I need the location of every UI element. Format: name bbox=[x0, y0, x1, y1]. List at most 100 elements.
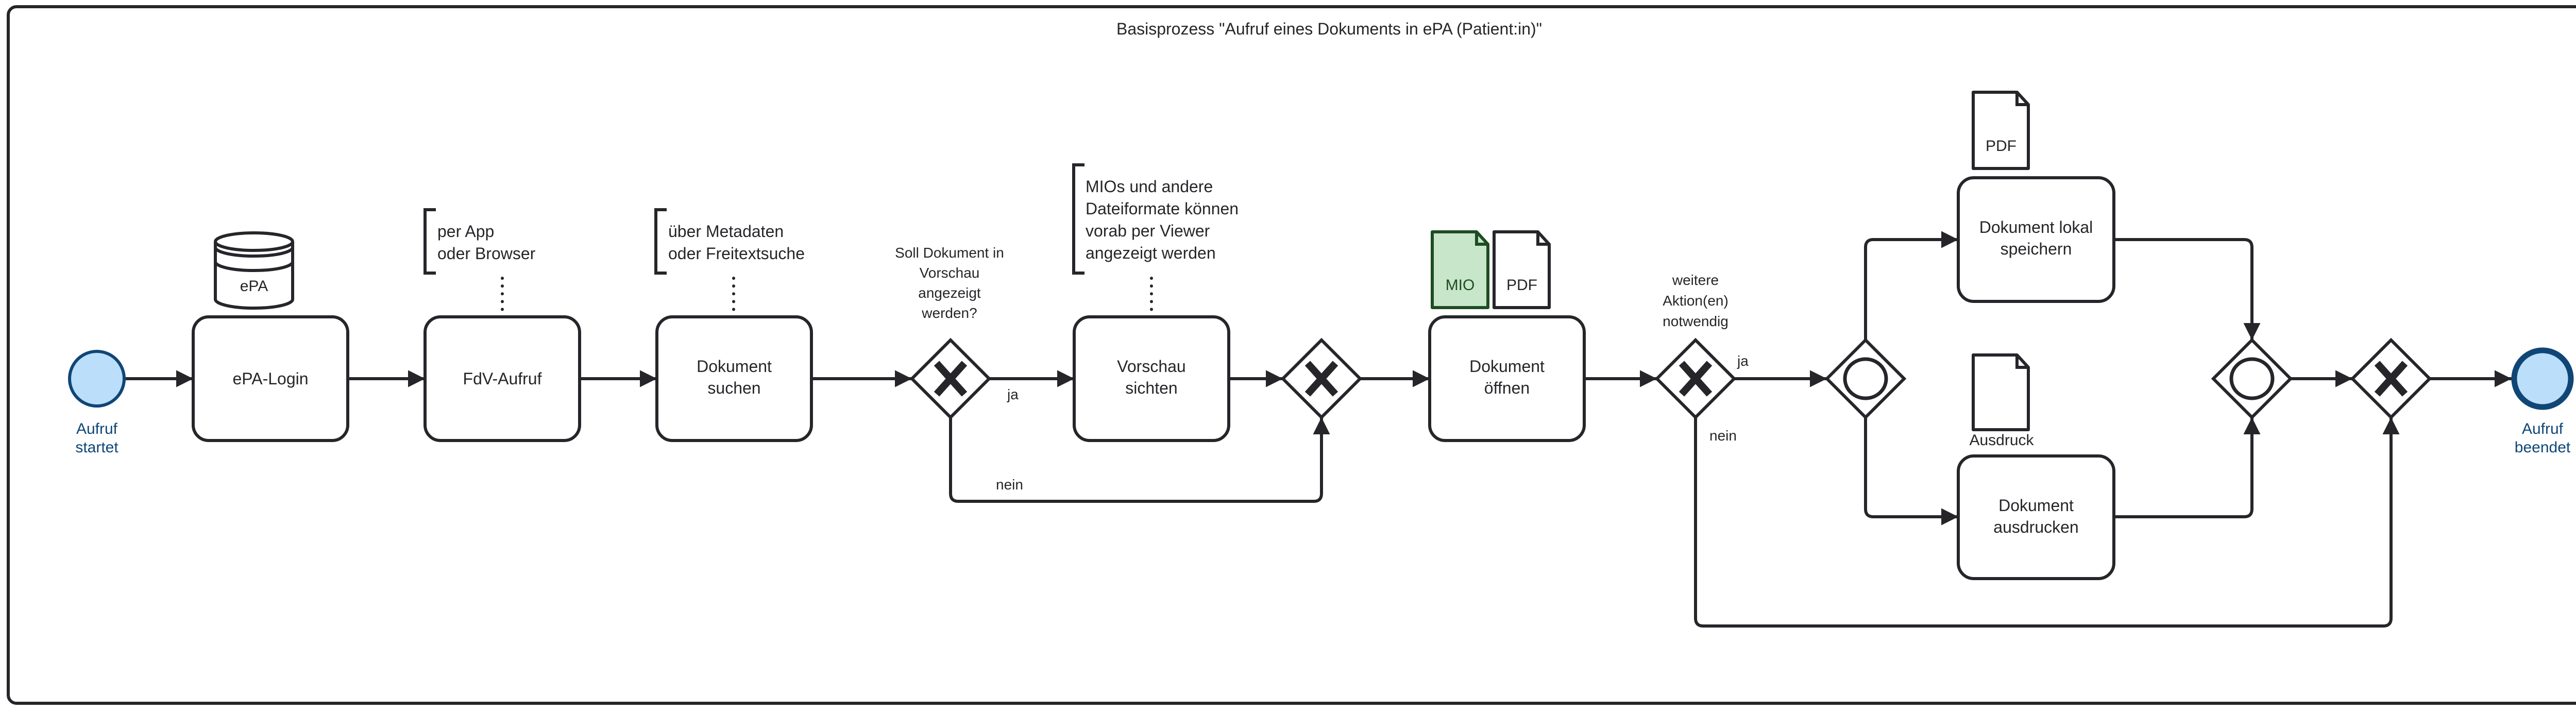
document-icon bbox=[1972, 353, 2030, 431]
exclusive-x-icon bbox=[1679, 361, 1713, 397]
flow-print-to-join[interactable] bbox=[2114, 417, 2261, 518]
task-label-line2: suchen bbox=[707, 379, 760, 397]
document-fold bbox=[1475, 232, 1488, 246]
task-box[interactable] bbox=[655, 315, 813, 442]
annotation-line2: Dateiformate können bbox=[1086, 199, 1239, 218]
annotation-line2: oder Freitextsuche bbox=[668, 244, 805, 263]
annotation-line2: oder Browser bbox=[437, 244, 536, 263]
task-label-line1: Dokument bbox=[1998, 496, 2074, 515]
annotation-bracket bbox=[654, 208, 667, 275]
gateway-action-join[interactable] bbox=[2211, 337, 2293, 420]
gateway-question-line2: Vorschau bbox=[920, 265, 980, 281]
flow-label-action-yes: ja bbox=[1737, 353, 1749, 369]
task-dokument-suchen[interactable]: Dokument suchen bbox=[655, 315, 813, 442]
document-icon bbox=[1431, 230, 1489, 309]
annotation-preview: MIOs und andere Dateiformate können vora… bbox=[1072, 163, 1239, 313]
exclusive-x-icon bbox=[1304, 361, 1338, 397]
annotation-search: über Metadaten oder Freitextsuche bbox=[654, 208, 805, 313]
gateway-diamond[interactable] bbox=[1824, 337, 1907, 420]
flow-split-to-print[interactable] bbox=[1864, 417, 1958, 526]
document-fold bbox=[1536, 232, 1549, 246]
end-event-label-line2: beendet bbox=[2515, 439, 2571, 456]
task-label-line2: öffnen bbox=[1484, 379, 1530, 397]
database-band-2 bbox=[214, 261, 294, 272]
data-object-pdf-save: PDF bbox=[1972, 91, 2030, 170]
annotation-bracket bbox=[423, 208, 436, 275]
annotation-bracket bbox=[1072, 163, 1084, 275]
document-icon bbox=[1493, 230, 1551, 309]
document-fold bbox=[2015, 92, 2028, 106]
task-vorschau-sichten[interactable]: Vorschau sichten bbox=[1073, 315, 1230, 442]
data-object-mio: MIO bbox=[1431, 230, 1489, 309]
task-label-line1: Dokument bbox=[1469, 357, 1545, 376]
inclusive-circle-icon bbox=[2229, 357, 2275, 400]
data-object-label: PDF bbox=[1986, 138, 2016, 155]
task-label-line1: Vorschau bbox=[1117, 357, 1185, 376]
data-object-pdf-open: PDF bbox=[1493, 230, 1551, 309]
task-epa-login[interactable]: ePA-Login bbox=[192, 315, 349, 442]
task-label: ePA-Login bbox=[232, 369, 308, 388]
gateway-question-line3: angezeigt bbox=[918, 285, 981, 301]
gateway-action-split[interactable] bbox=[1824, 337, 1907, 420]
task-box[interactable] bbox=[1428, 315, 1586, 442]
flow-label-preview-no: nein bbox=[996, 477, 1023, 493]
start-event[interactable]: Aufruf startet bbox=[68, 350, 126, 456]
task-dokument-oeffnen[interactable]: Dokument öffnen bbox=[1428, 315, 1586, 442]
gateway-preview-decision[interactable]: Soll Dokument in Vorschau angezeigt werd… bbox=[895, 245, 1004, 420]
annotation-line1: MIOs und andere bbox=[1086, 177, 1213, 196]
flow-label-action-no: nein bbox=[1709, 428, 1737, 444]
document-icon bbox=[1972, 91, 2030, 170]
start-event-circle[interactable] bbox=[68, 350, 126, 408]
data-store-epa: ePA bbox=[214, 231, 294, 310]
task-fdv-aufruf[interactable]: FdV-Aufruf bbox=[423, 315, 581, 442]
task-box[interactable] bbox=[1073, 315, 1230, 442]
annotation-fdv: per App oder Browser bbox=[423, 208, 536, 313]
task-box[interactable] bbox=[192, 315, 349, 442]
database-band-1 bbox=[214, 247, 294, 258]
gateway-diamond[interactable] bbox=[2211, 337, 2293, 420]
data-store-label: ePA bbox=[240, 278, 268, 295]
data-object-label: MIO bbox=[1446, 277, 1475, 294]
exclusive-x-icon bbox=[934, 361, 968, 397]
gateway-action-decision[interactable]: weitere Aktion(en) notwendig bbox=[1654, 272, 1737, 420]
data-object-ausdruck: Ausdruck bbox=[1969, 353, 2035, 449]
gateway-final-join[interactable] bbox=[2350, 337, 2432, 420]
data-object-label: Ausdruck bbox=[1969, 432, 2034, 449]
data-object-label: PDF bbox=[1506, 277, 1537, 294]
task-box[interactable] bbox=[423, 315, 581, 442]
flow-save-to-join[interactable] bbox=[2114, 238, 2261, 340]
flow-label-preview-yes: ja bbox=[1007, 386, 1019, 402]
task-label-line2: speichern bbox=[2001, 240, 2072, 258]
gateway-question-line1: weitere bbox=[1672, 272, 1719, 288]
annotation-line3: vorab per Viewer bbox=[1086, 222, 1210, 240]
flow-split-to-save[interactable] bbox=[1864, 231, 1958, 340]
sequence-flows bbox=[125, 231, 2512, 628]
gateway-preview-join[interactable] bbox=[1280, 337, 1363, 420]
task-label-line1: Dokument bbox=[697, 357, 772, 376]
annotation-line1: per App bbox=[437, 222, 494, 241]
task-box[interactable] bbox=[1957, 454, 2115, 580]
exclusive-x-icon bbox=[2374, 361, 2408, 397]
gateway-question-line3: notwendig bbox=[1663, 313, 1728, 329]
task-label-line2: ausdrucken bbox=[1993, 518, 2078, 536]
start-event-label-line1: Aufruf bbox=[76, 420, 118, 437]
annotation-line1: über Metadaten bbox=[668, 222, 784, 241]
inclusive-circle-icon bbox=[1843, 357, 1888, 400]
flow-action-no-to-final-join[interactable] bbox=[1694, 417, 2400, 628]
process-title: Basisprozess "Aufruf eines Dokuments in … bbox=[1116, 20, 1542, 38]
task-label-line1: Dokument lokal bbox=[1979, 218, 2093, 236]
task-label: FdV-Aufruf bbox=[463, 369, 542, 388]
flow-decision-no-to-join[interactable] bbox=[949, 417, 1330, 503]
end-event[interactable]: Aufruf beendet bbox=[2511, 347, 2574, 456]
task-dokument-speichern[interactable]: Dokument lokal speichern bbox=[1957, 176, 2115, 303]
gateway-question-line2: Aktion(en) bbox=[1663, 293, 1728, 309]
start-event-label-line2: startet bbox=[75, 439, 118, 456]
gateway-question-line1: Soll Dokument in bbox=[895, 245, 1004, 261]
gateway-question-line4: werden? bbox=[921, 305, 977, 321]
task-dokument-ausdrucken[interactable]: Dokument ausdrucken bbox=[1957, 454, 2115, 580]
database-top-ellipse bbox=[214, 241, 294, 252]
task-box[interactable] bbox=[1957, 176, 2115, 303]
process-frame bbox=[7, 5, 2576, 705]
end-event-circle[interactable] bbox=[2511, 347, 2574, 410]
